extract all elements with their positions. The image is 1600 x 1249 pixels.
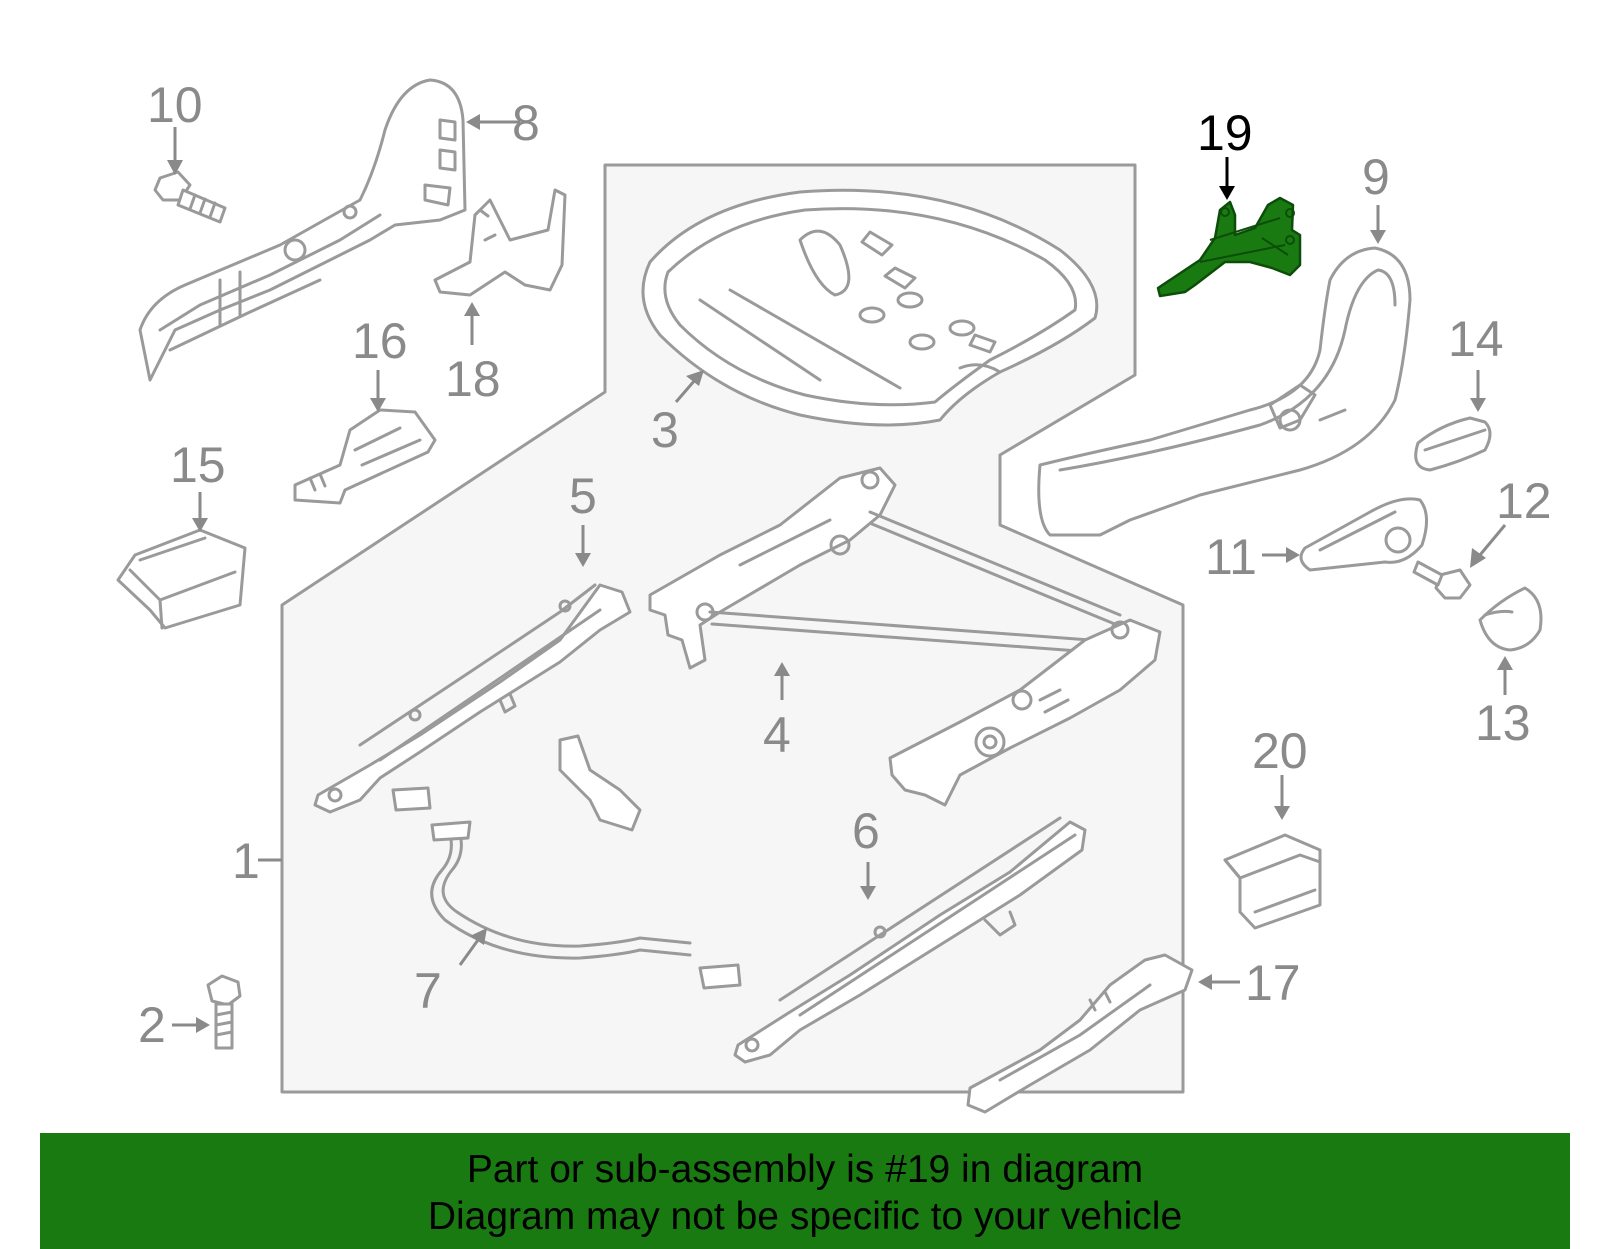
label-part-10: 10 [147, 77, 203, 133]
label-part-7: 7 [414, 963, 442, 1019]
part-14-knob[interactable] [1414, 416, 1492, 472]
label-part-14: 14 [1448, 311, 1504, 367]
part-15-end-cap[interactable] [116, 528, 247, 630]
part-8-seat-side-trim[interactable] [138, 78, 467, 382]
label-part-20: 20 [1252, 723, 1308, 779]
label-part-2: 2 [138, 997, 166, 1053]
part-6-seat-rail-outer[interactable] [733, 816, 1087, 1064]
info-banner: Part or sub-assembly is #19 in diagram D… [40, 1133, 1570, 1249]
part-19-bracket-highlighted[interactable] [1156, 196, 1302, 298]
label-part-13: 13 [1475, 695, 1531, 751]
banner-line-part-info: Part or sub-assembly is #19 in diagram [466, 1148, 1144, 1191]
banner-line-disclaimer: Diagram may not be specific to your vehi… [427, 1195, 1183, 1238]
label-part-6: 6 [852, 803, 880, 859]
part-9-seat-side-shield[interactable] [1037, 246, 1412, 537]
callout-arrows [167, 114, 1513, 1033]
label-part-17: 17 [1245, 955, 1301, 1011]
label-part-1: 1 [232, 833, 260, 889]
label-part-3: 3 [651, 402, 679, 458]
label-part-8: 8 [512, 95, 540, 151]
part-5-seat-rail-inner[interactable] [313, 583, 632, 814]
part-12-screw[interactable] [1412, 560, 1472, 600]
label-part-5: 5 [569, 468, 597, 524]
part-13-cover[interactable] [1478, 586, 1543, 652]
label-part-16: 16 [352, 313, 408, 369]
part-7-link-bar[interactable] [391, 734, 742, 990]
part-20-block[interactable] [1223, 833, 1322, 930]
part-11-handle[interactable] [1299, 497, 1428, 572]
label-part-19-highlighted: 19 [1197, 105, 1253, 161]
part-4-seat-track-frame[interactable] [648, 466, 1162, 807]
part-16-cover[interactable] [293, 408, 437, 505]
part-17-rail-cover[interactable] [966, 953, 1194, 1114]
label-part-15: 15 [170, 437, 226, 493]
part-10-bolt[interactable] [153, 170, 227, 224]
part-18-bracket[interactable] [433, 188, 567, 297]
label-part-18: 18 [445, 351, 501, 407]
label-part-9: 9 [1362, 149, 1390, 205]
label-part-12: 12 [1496, 473, 1552, 529]
part-number-labels: 10 8 18 16 15 3 5 4 6 7 1 2 9 14 11 12 1… [138, 77, 1552, 1053]
label-part-4: 4 [763, 707, 791, 763]
part-2-bolt[interactable] [206, 974, 242, 1050]
label-part-11: 11 [1205, 529, 1257, 585]
part-3-seat-cushion-frame[interactable] [641, 188, 1099, 427]
